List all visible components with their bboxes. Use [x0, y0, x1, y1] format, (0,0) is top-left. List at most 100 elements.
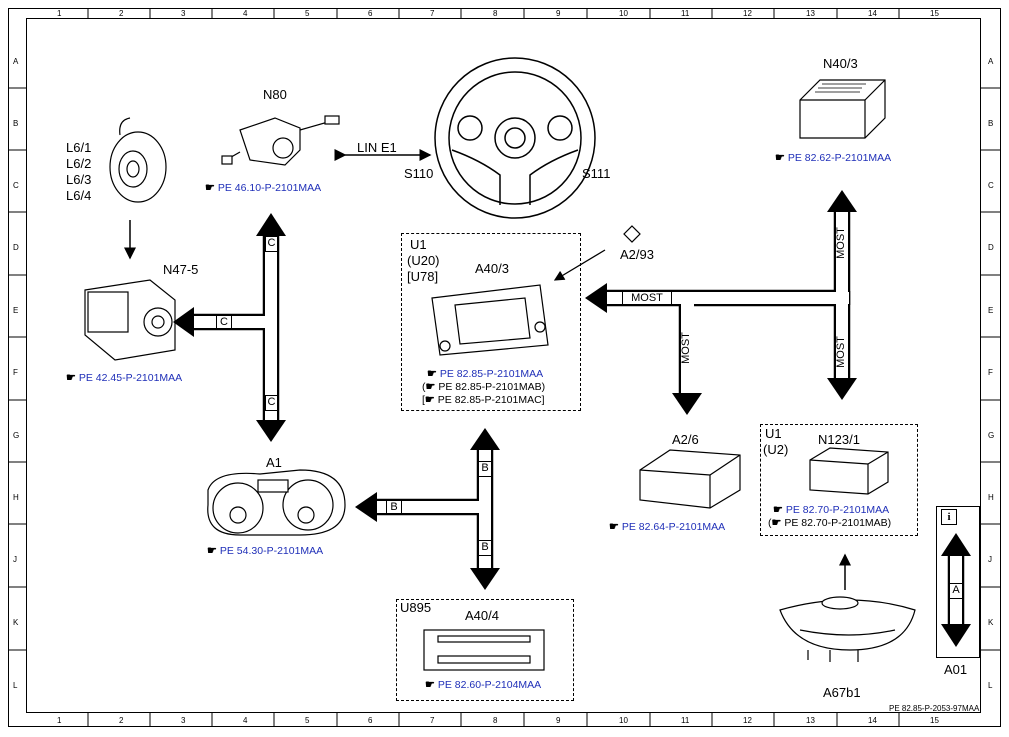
- grid-row-label: D: [13, 243, 19, 252]
- n47-5-label: N47-5: [163, 262, 199, 277]
- grid-column-label: 3: [181, 9, 186, 18]
- grid-row-label: G: [13, 431, 20, 440]
- l6-1-label: L6/1: [66, 140, 92, 155]
- grid-row-label: A: [988, 57, 994, 66]
- ref-text: PE 82.70-P-2101MAA: [785, 504, 890, 516]
- drawing-frame: [8, 8, 1001, 727]
- can-b-bus-label: B: [478, 540, 492, 556]
- ref-link-a40-3-mab[interactable]: (☛PE 82.85-P-2101MAB): [422, 381, 546, 393]
- grid-column-label: 9: [556, 716, 561, 725]
- ref-link-n47-5[interactable]: ☛PE 42.45-P-2101MAA: [66, 372, 182, 385]
- grid-column-label: 3: [181, 716, 186, 725]
- grid-column-label: 4: [243, 716, 248, 725]
- ref-text: PE 82.85-P-2101MAA: [439, 368, 544, 380]
- grid-row-label: H: [988, 493, 994, 502]
- drawing-area: [26, 18, 981, 713]
- a40-4-label: A40/4: [465, 608, 499, 623]
- pointing-hand-icon: ☛: [207, 545, 217, 557]
- rearview-mirror-drawing: [779, 596, 916, 662]
- n123-1-unit-drawing: [809, 447, 889, 495]
- ref-link-n40-3[interactable]: ☛PE 82.62-P-2101MAA: [775, 152, 891, 165]
- grid-row-label: A: [13, 57, 19, 66]
- pointing-hand-icon: ☛: [425, 381, 436, 393]
- a2-6-label: A2/6: [672, 432, 699, 447]
- ref-link-a2-6[interactable]: ☛PE 82.64-P-2101MAA: [609, 521, 725, 534]
- s110-label: S110: [404, 166, 434, 181]
- grid-column-label: 1: [57, 9, 62, 18]
- most-bus-label: MOST: [622, 291, 672, 305]
- grid-row-label: F: [988, 368, 993, 377]
- most-bus-label: MOST: [680, 332, 692, 364]
- grid-column-label: 9: [556, 9, 561, 18]
- grid-column-label: 2: [119, 716, 124, 725]
- grid-column-label: 7: [430, 9, 435, 18]
- most-bus-label: MOST: [835, 227, 847, 259]
- u1-right-label: U1: [765, 426, 782, 441]
- pointing-hand-icon: ☛: [424, 394, 435, 406]
- grid-row-label: G: [988, 431, 995, 440]
- can-c-bus-label: C: [265, 395, 278, 411]
- n123-1-label: N123/1: [818, 432, 860, 447]
- n80-label: N80: [263, 87, 287, 102]
- steering-column-module-drawing: [221, 115, 340, 166]
- amplifier-drawing: [799, 79, 886, 139]
- grid-row-label: E: [988, 306, 994, 315]
- ref-link-n80[interactable]: ☛PE 46.10-P-2101MAA: [205, 182, 321, 195]
- a2-6-unit-drawing: [639, 449, 741, 509]
- grid-column-label: 1: [57, 716, 62, 725]
- grid-column-label: 8: [493, 9, 498, 18]
- legend-box: [936, 506, 980, 658]
- grid-column-label: 10: [619, 9, 628, 18]
- ref-link-n123-1-mab[interactable]: (☛PE 82.70-P-2101MAB): [768, 517, 892, 529]
- grid-row-label: K: [13, 618, 19, 627]
- grid-column-label: 15: [930, 716, 939, 725]
- can-c-bus-label: C: [265, 236, 278, 252]
- u2-label: (U2): [763, 442, 789, 457]
- a1-label: A1: [266, 455, 282, 470]
- ref-link-n123-1-maa[interactable]: ☛PE 82.70-P-2101MAA: [773, 504, 889, 517]
- grid-column-label: 15: [930, 9, 939, 18]
- u1-head-unit-group-box: [401, 233, 581, 411]
- ref-text: PE 82.85-P-2101MAB): [438, 381, 546, 393]
- grid-column-label: 11: [681, 716, 690, 725]
- grid-row-label: L: [13, 681, 18, 690]
- grid-row-label: C: [988, 181, 994, 190]
- grid-column-label: 7: [430, 716, 435, 725]
- ref-link-a1[interactable]: ☛PE 54.30-P-2101MAA: [207, 545, 323, 558]
- grid-row-label: B: [988, 119, 994, 128]
- head-unit-drawing: [431, 284, 549, 356]
- pointing-hand-icon: ☛: [775, 152, 785, 164]
- grid-column-label: 13: [806, 716, 815, 725]
- u78-label: [U78]: [407, 269, 439, 284]
- u895-group-box: [396, 599, 574, 701]
- a2-93-label: A2/93: [620, 247, 654, 262]
- grid-column-label: 12: [743, 9, 752, 18]
- ref-text: PE 54.30-P-2101MAA: [219, 545, 324, 557]
- instrument-cluster-drawing: [207, 469, 346, 536]
- grid-column-label: 6: [368, 9, 373, 18]
- a40-3-label: A40/3: [475, 261, 509, 276]
- grid-column-label: 5: [305, 716, 310, 725]
- n40-3-label: N40/3: [823, 56, 858, 71]
- lin-e1-label: LIN E1: [357, 140, 397, 155]
- document-number: PE 82.85-P-2053-97MAA: [889, 704, 980, 713]
- pointing-hand-icon: ☛: [609, 521, 619, 533]
- grid-column-label: 11: [681, 9, 690, 18]
- info-icon: i: [941, 509, 957, 525]
- ref-text: PE 82.85-P-2101MAC]: [437, 394, 545, 406]
- ref-link-a40-4[interactable]: ☛PE 82.60-P-2104MAA: [425, 679, 541, 692]
- ref-link-a40-3-maa[interactable]: ☛PE 82.85-P-2101MAA: [427, 368, 543, 381]
- pointing-hand-icon: ☛: [427, 368, 437, 380]
- pointing-hand-icon: ☛: [205, 182, 215, 194]
- pointing-hand-icon: ☛: [771, 517, 782, 529]
- can-c-bus-label: C: [216, 315, 232, 329]
- can-b-bus-label: B: [478, 461, 492, 477]
- esp-unit-drawing: [84, 279, 176, 361]
- s111-label: S111: [582, 166, 611, 181]
- grid-row-label: H: [13, 493, 19, 502]
- ref-link-a40-3-mac[interactable]: [☛PE 82.85-P-2101MAC]: [422, 394, 545, 406]
- grid-column-label: 14: [868, 9, 877, 18]
- u1-n123-group-box: [760, 424, 918, 536]
- grid-column-label: 10: [619, 716, 628, 725]
